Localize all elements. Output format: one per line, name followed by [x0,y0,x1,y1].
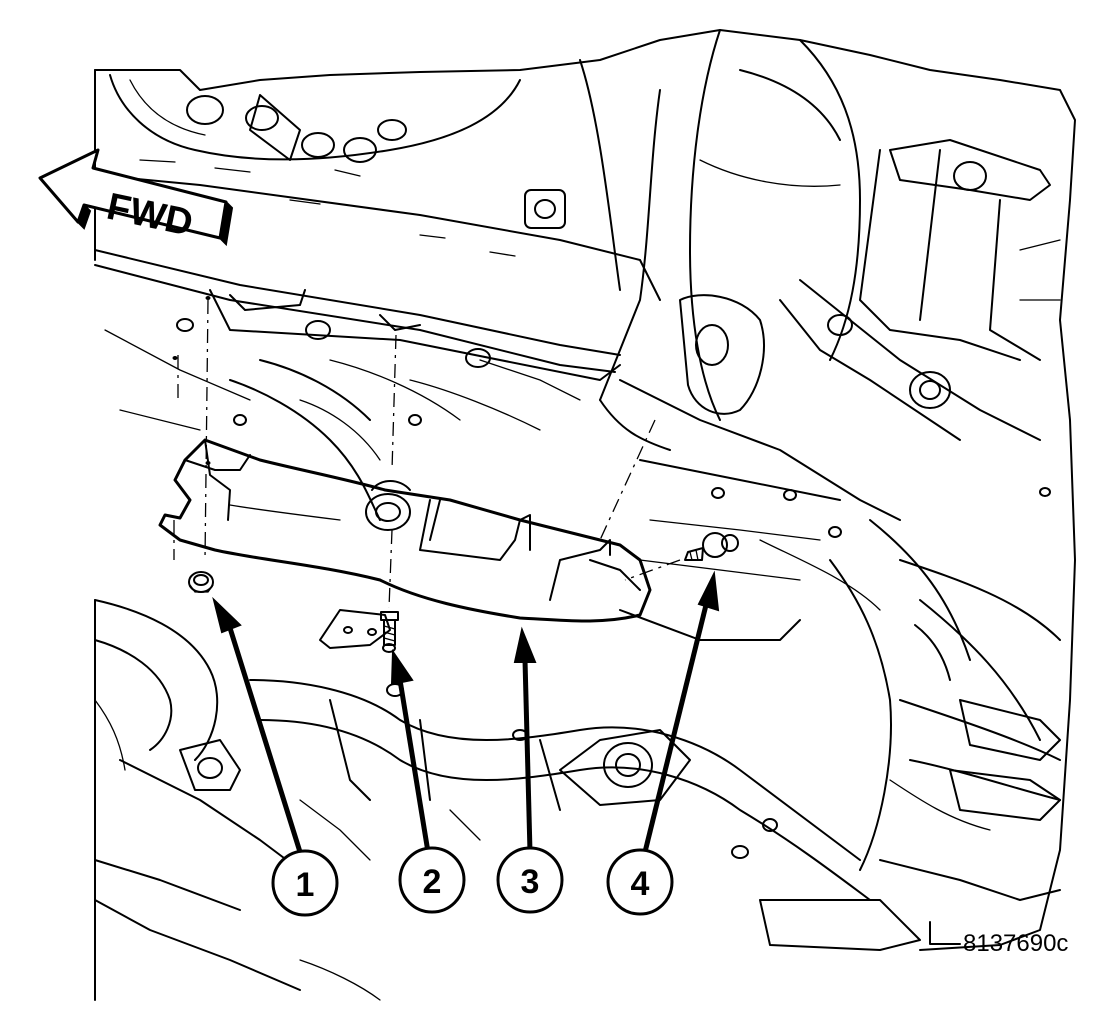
heat-shield [158,438,652,623]
callout-2: 2 [398,846,466,914]
callout-4-number: 4 [631,865,650,903]
callout-3-number: 3 [521,863,540,901]
callout-2-number: 2 [423,863,442,901]
callout-3: 3 [496,846,564,914]
vehicle-underbody-structure [94,29,1076,1001]
callout-1-number: 1 [296,866,315,904]
push-pin-fastener [684,532,739,561]
alignment-lines [172,296,681,609]
bolt-fastener [380,611,399,653]
callout-1: 1 [271,849,339,917]
nut-fastener [188,571,214,593]
callout-leaders [212,570,720,853]
figure-id: 8137690c [963,930,1068,957]
callout-4: 4 [606,848,674,916]
forward-direction-arrow: FWD [38,148,234,247]
